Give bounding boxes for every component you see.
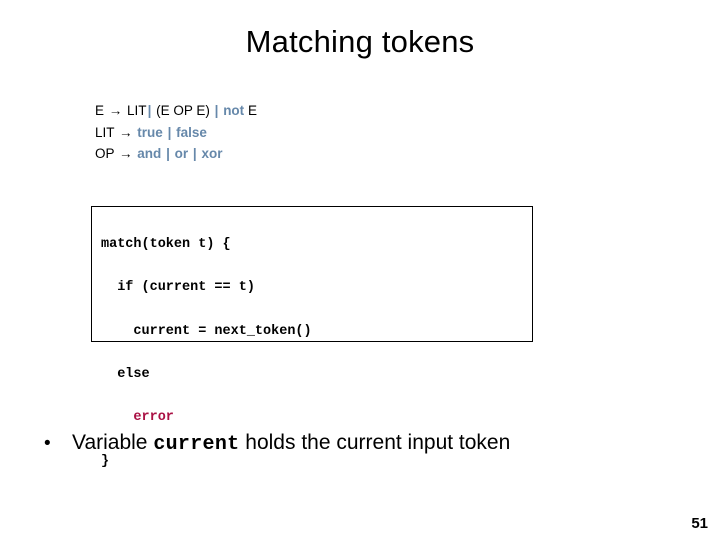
code-line: current = next_token()	[101, 323, 312, 339]
arrow-icon: →	[108, 103, 123, 118]
grammar-lhs: OP	[95, 146, 115, 161]
grammar-symbol: LIT	[127, 103, 147, 118]
arrow-icon: →	[119, 146, 133, 161]
bullet-text-after: holds the current input token	[239, 431, 511, 454]
code-listing: match(token t) { if (current == t) curre…	[101, 212, 312, 516]
grammar-lhs: LIT	[95, 124, 115, 140]
grammar-alternation-bar: |	[214, 103, 219, 118]
grammar-rule-op: OP → and | or | xor	[95, 143, 257, 165]
grammar-rule-e: E → LIT| (E OP E) | not E	[95, 100, 257, 122]
grammar-terminal: or	[174, 146, 189, 161]
grammar-terminal: xor	[201, 146, 223, 161]
code-line: match(token t) {	[101, 236, 231, 252]
grammar-terminal: not	[223, 103, 245, 118]
bullet-text: Variable current holds the current input…	[72, 428, 510, 460]
grammar-terminal: true	[137, 124, 163, 140]
grammar-terminal: false	[176, 124, 207, 140]
grammar-rule-lit: LIT → true | false	[95, 122, 257, 144]
grammar-terminal: and	[137, 146, 162, 161]
inline-code-current: current	[153, 433, 240, 456]
grammar-symbol: (E OP E)	[156, 103, 210, 118]
code-line: }	[101, 453, 110, 469]
grammar-alternation-bar: |	[167, 124, 172, 140]
grammar-block: E → LIT| (E OP E) | not E LIT → true | f…	[95, 100, 257, 165]
grammar-alternation-bar: |	[166, 146, 170, 161]
bullet-text-before: Variable	[72, 431, 154, 454]
code-line: else	[101, 366, 150, 382]
arrow-icon: →	[119, 124, 133, 140]
page-title: Matching tokens	[245, 24, 475, 59]
grammar-symbol: E	[247, 103, 257, 118]
grammar-alternation-bar: |	[147, 103, 152, 118]
code-line-error: error	[101, 410, 174, 426]
bullet-item: • Variable current holds the current inp…	[44, 428, 704, 460]
page-number: 51	[691, 515, 708, 532]
bullet-marker-icon: •	[44, 433, 51, 454]
grammar-alternation-bar: |	[192, 146, 197, 161]
code-line: if (current == t)	[101, 280, 255, 296]
grammar-lhs: E	[95, 103, 105, 118]
code-box: match(token t) { if (current == t) curre…	[91, 206, 533, 469]
